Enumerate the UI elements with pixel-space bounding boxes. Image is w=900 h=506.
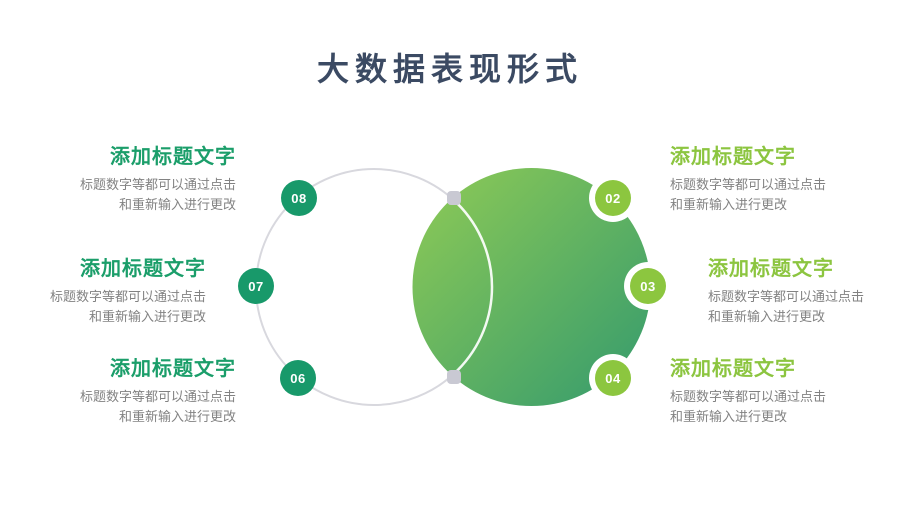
slide-title: 大数据表现形式 (316, 51, 583, 87)
item-heading: 添加标题文字 (110, 146, 236, 168)
item-block-07: 添加标题文字 标题数字等都可以通过点击 和重新输入进行更改 (0, 257, 206, 327)
connector-node-bottom (447, 370, 461, 384)
badge-04: 04 (595, 360, 631, 396)
item-body-line: 和重新输入进行更改 (670, 409, 788, 424)
item-body-line: 和重新输入进行更改 (670, 197, 788, 212)
item-body-line: 标题数字等都可以通过点击 (49, 289, 206, 304)
badge-07: 07 (238, 268, 274, 304)
right-green-circle (412, 168, 651, 406)
item-body-line: 和重新输入进行更改 (118, 409, 236, 424)
item-body-line: 和重新输入进行更改 (708, 309, 826, 324)
item-body-line: 标题数字等都可以通过点击 (708, 289, 865, 304)
item-block-02: 添加标题文字 标题数字等都可以通过点击 和重新输入进行更改 (670, 145, 900, 215)
left-circle-overlap-arc (412, 168, 494, 406)
item-heading: 添加标题文字 (80, 258, 206, 280)
badge-06: 06 (280, 360, 316, 396)
item-body-line: 标题数字等都可以通过点击 (79, 389, 236, 404)
item-body-line: 标题数字等都可以通过点击 (79, 177, 236, 192)
item-body-line: 和重新输入进行更改 (118, 197, 236, 212)
item-block-04: 添加标题文字 标题数字等都可以通过点击 和重新输入进行更改 (670, 357, 900, 427)
item-heading: 添加标题文字 (110, 358, 236, 380)
item-heading: 添加标题文字 (670, 146, 796, 168)
item-block-03: 添加标题文字 标题数字等都可以通过点击 和重新输入进行更改 (708, 257, 900, 327)
item-body-line: 标题数字等都可以通过点击 (670, 177, 827, 192)
item-heading: 添加标题文字 (670, 358, 796, 380)
badge-08: 08 (281, 180, 317, 216)
badge-03: 03 (630, 268, 666, 304)
item-block-06: 添加标题文字 标题数字等都可以通过点击 和重新输入进行更改 (0, 357, 236, 427)
item-block-08: 添加标题文字 标题数字等都可以通过点击 和重新输入进行更改 (0, 145, 236, 215)
connector-node-top (447, 191, 461, 205)
item-heading: 添加标题文字 (708, 258, 834, 280)
item-body-line: 标题数字等都可以通过点击 (670, 389, 827, 404)
item-body-line: 和重新输入进行更改 (88, 309, 206, 324)
badge-02: 02 (595, 180, 631, 216)
